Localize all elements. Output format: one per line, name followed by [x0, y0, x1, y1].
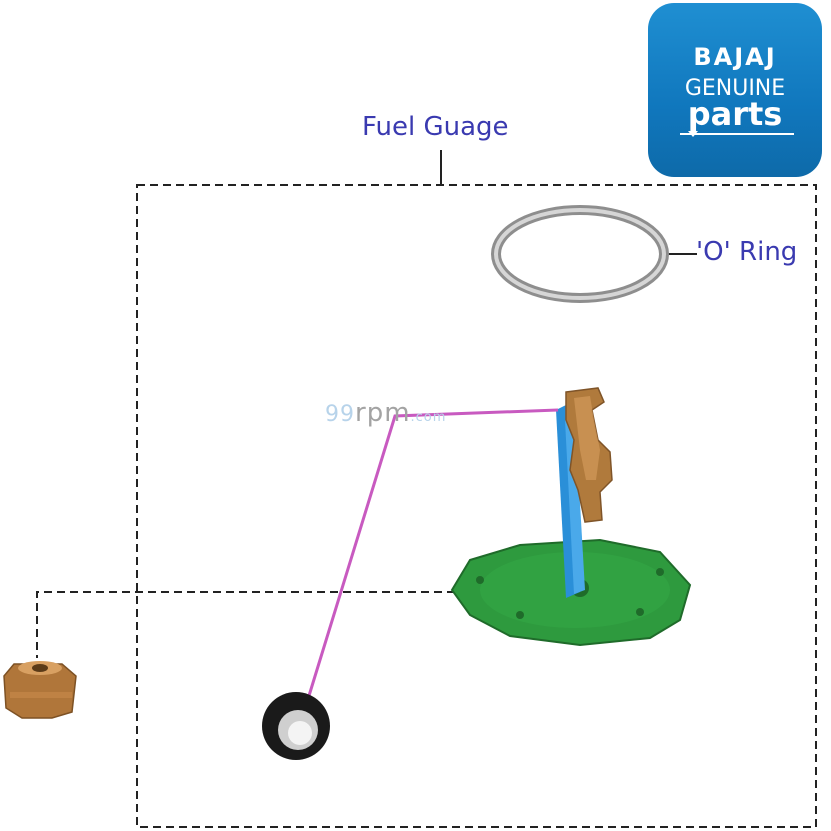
assembly-boundary	[136, 184, 817, 828]
nut-leader	[36, 591, 455, 658]
support-strut-icon	[556, 405, 585, 598]
nut-icon	[3, 661, 77, 719]
logo-underline	[680, 133, 794, 135]
sender-unit-icon	[565, 387, 613, 523]
logo-brand: BAJAJ	[693, 43, 777, 71]
watermark-middle: rpm	[355, 398, 411, 428]
fuel-gauge-label: Fuel Guage	[362, 112, 509, 142]
logo-line1: GENUINE	[684, 76, 786, 101]
bajaj-genuine-parts-logo: BAJAJ GENUINE parts	[648, 3, 822, 177]
logo-line2: parts	[687, 95, 783, 133]
o-ring-icon	[491, 205, 669, 303]
watermark-suffix: .com	[410, 410, 447, 425]
watermark: 99rpm.com	[325, 398, 446, 428]
logo-tick	[688, 131, 698, 137]
float-arm-icon	[298, 408, 559, 726]
watermark-prefix: 99	[325, 402, 355, 427]
float-icon	[262, 692, 330, 760]
o-ring-label: 'O' Ring	[696, 237, 798, 267]
